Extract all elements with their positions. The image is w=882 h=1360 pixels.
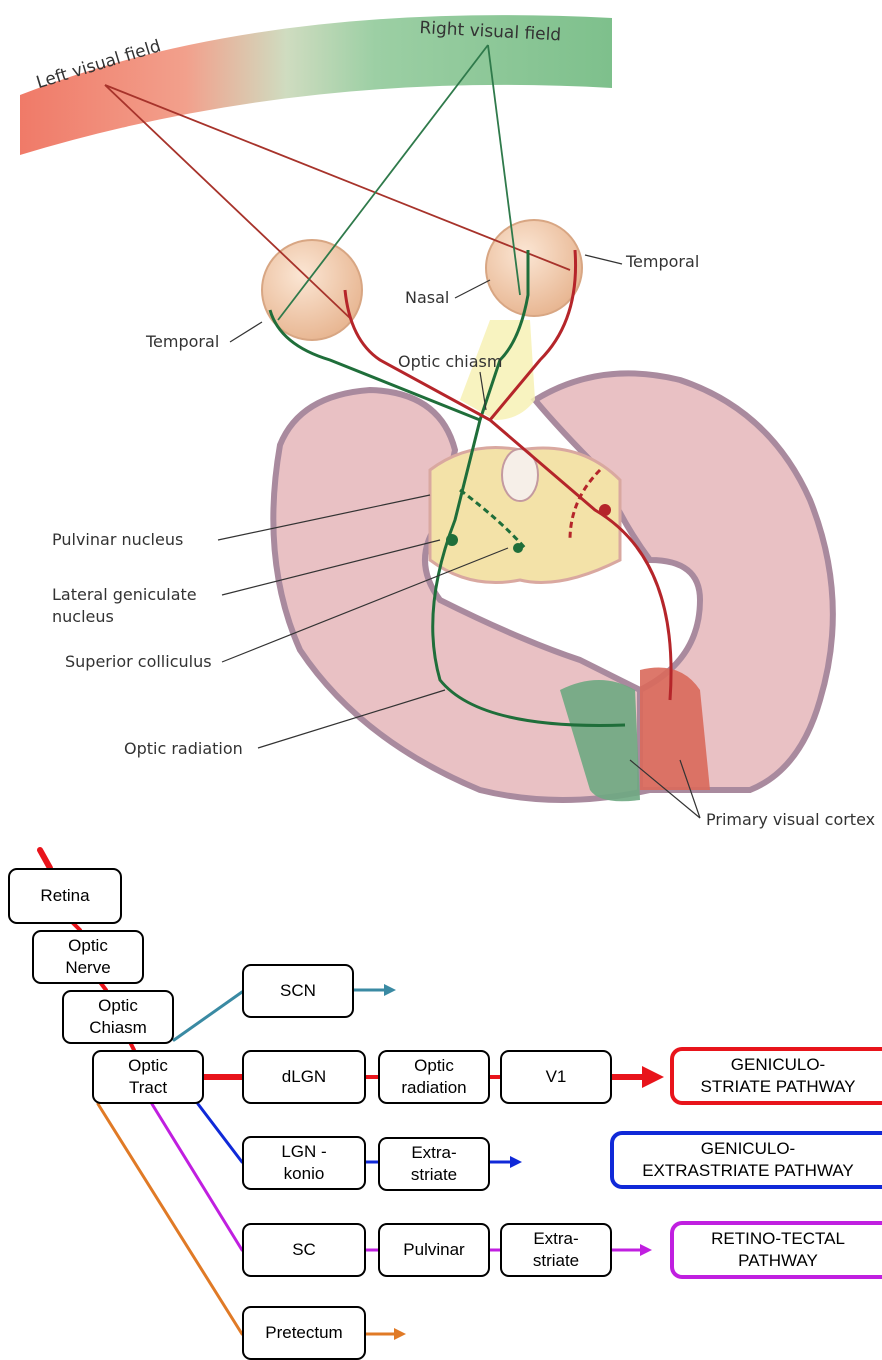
node-optic-nerve: Optic Nerve: [32, 930, 144, 984]
node-extrastriate-2: Extra- striate: [500, 1223, 612, 1277]
pulvinar-nucleus-label: Pulvinar nucleus: [52, 530, 183, 549]
node-optic-radiation: Optic radiation: [378, 1050, 490, 1104]
temporal-left-label: Temporal: [146, 332, 219, 351]
lgn-label-line1: Lateral geniculate: [52, 585, 197, 604]
node-pulvinar: Pulvinar: [378, 1223, 490, 1277]
pathway-geniculostriate: GENICULO- STRIATE PATHWAY: [670, 1047, 882, 1105]
node-pretectum: Pretectum: [242, 1306, 366, 1360]
superior-colliculus-label: Superior colliculus: [65, 652, 212, 671]
lgn-label-line2: nucleus: [52, 607, 114, 626]
node-optic-chiasm: Optic Chiasm: [62, 990, 174, 1044]
primary-visual-cortex-label: Primary visual cortex: [706, 810, 875, 829]
optic-chiasm-label: Optic chiasm: [398, 352, 502, 371]
node-extrastriate-1: Extra- striate: [378, 1137, 490, 1191]
node-optic-tract: Optic Tract: [92, 1050, 204, 1104]
pathway-geniculoextrastriate: GENICULO- EXTRASTRIATE PATHWAY: [610, 1131, 882, 1189]
temporal-right-label: Temporal: [626, 252, 699, 271]
right-eye: [486, 220, 582, 316]
node-lgn-konio: LGN - konio: [242, 1136, 366, 1190]
optic-radiation-label: Optic radiation: [124, 739, 243, 758]
node-v1: V1: [500, 1050, 612, 1104]
nasal-label: Nasal: [405, 288, 449, 307]
node-sc: SC: [242, 1223, 366, 1277]
pathway-retinotectal: RETINO-TECTAL PATHWAY: [670, 1221, 882, 1279]
node-dlgn: dLGN: [242, 1050, 366, 1104]
node-scn: SCN: [242, 964, 354, 1018]
visual-pathway-illustration: [0, 0, 882, 840]
node-retina: Retina: [8, 868, 122, 924]
